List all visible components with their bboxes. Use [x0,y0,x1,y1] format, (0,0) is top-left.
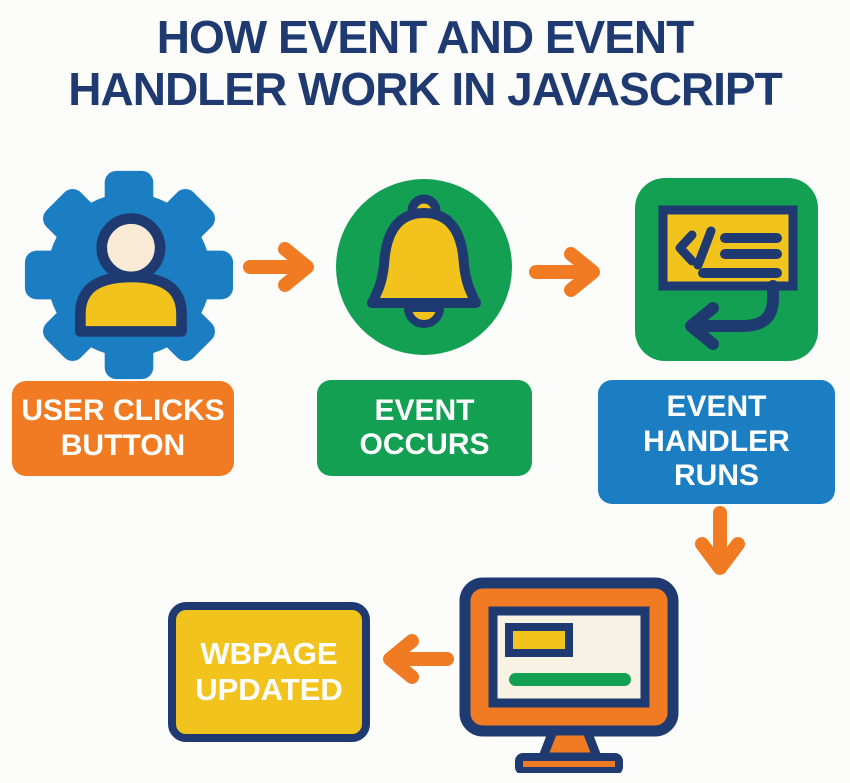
flow-arrow-down-icon [695,506,745,575]
step-label-line: UPDATED [195,672,343,707]
step-label-line: HANDLER [643,424,790,458]
step-label-line: BUTTON [60,428,186,462]
bell-icon [336,179,512,355]
step-label-line: USER CLICKS [21,394,225,427]
page-title: HOW EVENT AND EVENT HANDLER WORK IN JAVA… [0,11,850,115]
user-body [75,271,187,337]
flow-arrow-right-2-icon [529,247,600,297]
step-label-line: RUNS [673,459,759,493]
user-head [96,213,166,283]
screen-bar [509,673,631,686]
step-label-line: EVENT [666,390,767,424]
step-label-webpage-updated: WBPAGE UPDATED [168,602,370,742]
step-label-event-occurs: EVENT OCCURS [317,380,532,476]
page-title-line-2: HANDLER WORK IN JAVASCRIPT [68,62,782,115]
page-title-line-1: HOW EVENT AND EVENT [156,11,694,63]
monitor-base [515,753,623,773]
step-label-user-clicks-button: USER CLICKS BUTTON [12,381,234,476]
user-gear-icon [24,170,234,380]
step-label-event-handler-runs: EVENT HANDLER RUNS [598,380,835,504]
step-label-line: WBPAGE [200,636,338,672]
step-label-line: OCCURS [359,428,490,461]
flow-arrow-right-1-icon [243,242,314,292]
flow-arrow-left-icon [383,634,454,684]
step-label-line: EVENT [374,393,475,427]
screen-button [505,623,573,657]
monitor-icon [459,577,679,773]
code-handler-icon [635,178,818,361]
